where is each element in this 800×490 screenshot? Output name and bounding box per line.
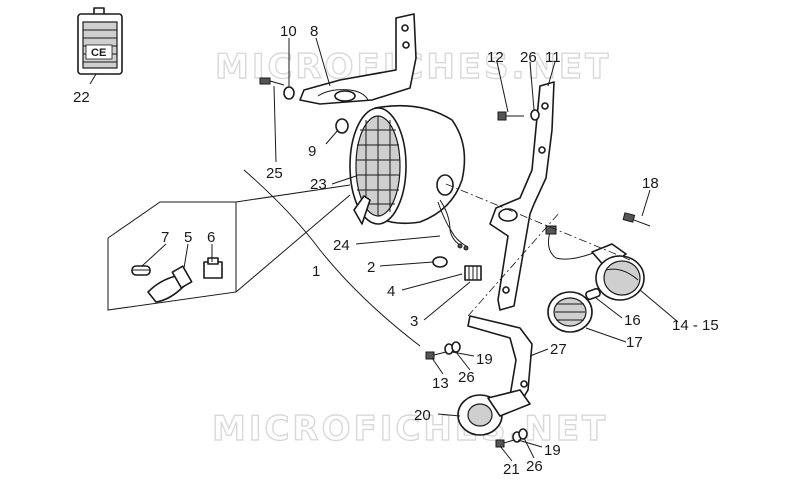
callout-26-low: 26 <box>526 458 543 475</box>
bulb-7-part <box>131 265 151 276</box>
callout-26-top: 26 <box>520 49 537 66</box>
headlight-bracket-part <box>299 13 417 105</box>
screw-21-part <box>495 439 515 448</box>
bulb-socket-6-part <box>203 257 223 279</box>
callout-5: 5 <box>184 229 192 246</box>
callout-20: 20 <box>414 407 431 424</box>
axis-line-b <box>467 211 561 317</box>
callout-2: 2 <box>367 259 375 276</box>
indicator-16-17-part <box>547 287 601 333</box>
callout-24: 24 <box>333 237 350 254</box>
callout-18: 18 <box>642 175 659 192</box>
callout-3: 3 <box>410 313 418 330</box>
callout-13: 13 <box>432 375 449 392</box>
callout-1: 1 <box>312 263 320 280</box>
callout-8: 8 <box>310 23 318 40</box>
callout-4: 4 <box>387 283 395 300</box>
callout-14-15: 14 - 15 <box>672 317 719 334</box>
screw-18-part <box>622 212 651 227</box>
callout-7: 7 <box>161 229 169 246</box>
callout-12: 12 <box>487 49 504 66</box>
callout-19-low: 19 <box>544 442 561 459</box>
leader-lines <box>89 37 679 462</box>
harness-1-line <box>243 169 421 347</box>
callout-25: 25 <box>266 165 283 182</box>
indicator-14-15-part <box>545 225 645 301</box>
washer-10-part <box>283 86 295 100</box>
axis-line-a <box>445 183 631 261</box>
callout-9: 9 <box>308 143 316 160</box>
callout-23: 23 <box>310 176 327 193</box>
reflector-ce-mark: CE <box>91 47 106 59</box>
watermark-bottom: MICROFICHES.NET <box>212 409 608 449</box>
callout-19-mid: 19 <box>476 351 493 368</box>
callout-6: 6 <box>207 229 215 246</box>
bulb-5-part <box>147 265 193 303</box>
callout-26-mid: 26 <box>458 369 475 386</box>
bulb-inset <box>107 184 351 311</box>
grommet-2-part <box>432 256 448 268</box>
connector-4-part <box>464 265 482 281</box>
callout-21: 21 <box>503 461 520 478</box>
washer-26-low-part <box>518 428 528 440</box>
callout-27: 27 <box>550 341 567 358</box>
screw-25-part <box>259 77 285 86</box>
callout-labels: 10 8 9 25 23 24 1 2 4 3 12 26 11 18 14 -… <box>73 23 719 478</box>
reflector-part: CE <box>77 7 123 75</box>
callout-11: 11 <box>545 49 561 66</box>
callout-16: 16 <box>624 312 641 329</box>
headlight-part <box>349 104 469 251</box>
rubber-9-part <box>335 118 349 134</box>
screw-13-part <box>425 351 447 360</box>
horn-part <box>457 389 531 436</box>
screw-12-part <box>497 111 524 121</box>
washer-26-mid-part <box>451 341 461 353</box>
callout-10: 10 <box>280 23 297 40</box>
callout-17: 17 <box>626 334 643 351</box>
washer-26-top-part <box>530 109 540 121</box>
headlight-support-part <box>489 81 555 311</box>
callout-22: 22 <box>73 89 90 106</box>
